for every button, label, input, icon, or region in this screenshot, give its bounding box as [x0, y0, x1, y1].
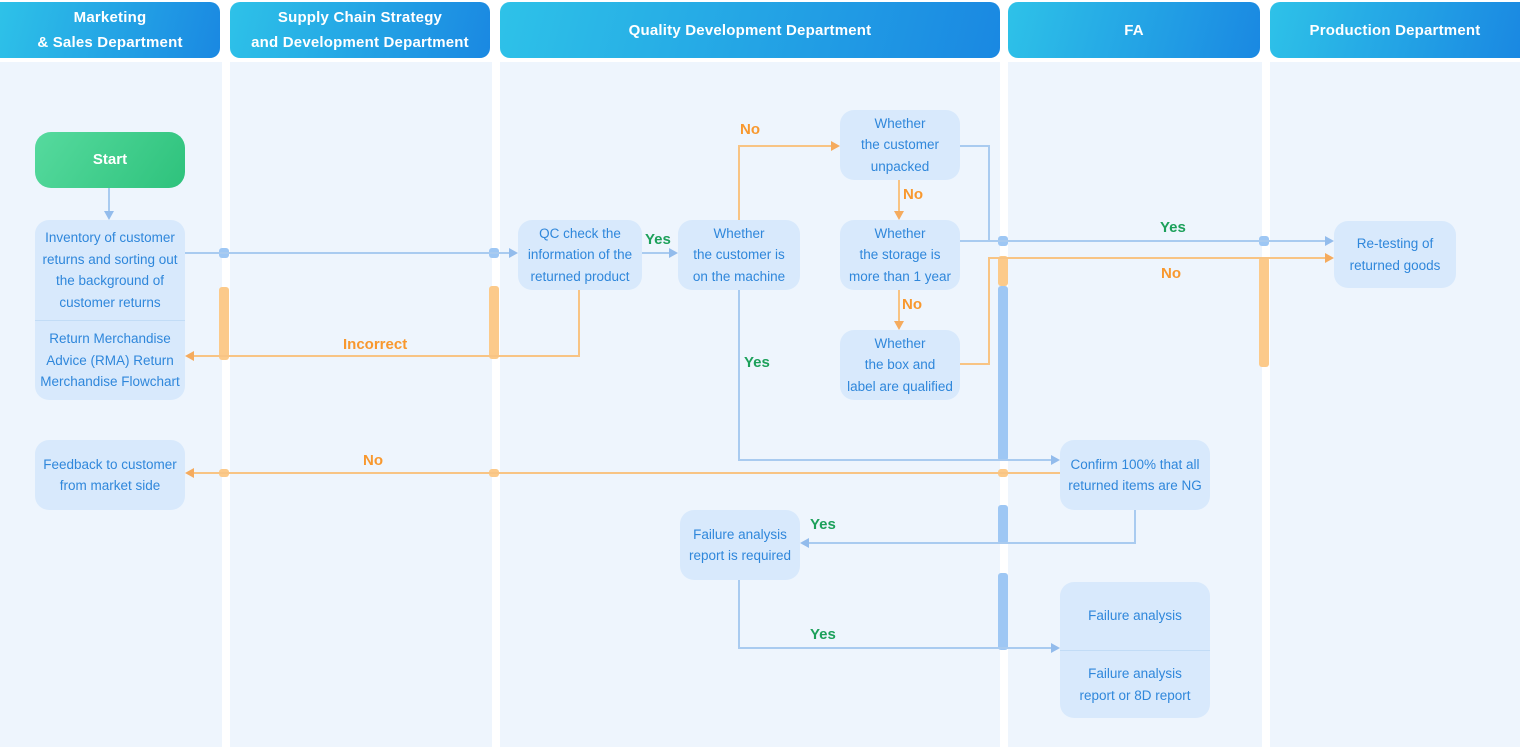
arrowhead-unpacked-storage	[894, 211, 904, 220]
lane-header-supply-chain: Supply Chain Strategy and Development De…	[230, 2, 490, 58]
connector-qc-rma	[578, 290, 580, 356]
lane-header-marketing-sales: Marketing & Sales Department	[0, 2, 220, 58]
edge-label-no-retesting: No	[1161, 265, 1181, 282]
connector-machine-confirm	[738, 459, 1051, 461]
arrowhead-confirm-feedback	[185, 468, 194, 478]
node-qc-check: QC check the information of the returned…	[518, 220, 642, 290]
node-inventory-rma-group: Inventory of customer returns and sortin…	[35, 220, 185, 400]
connector-start-inventory	[108, 188, 110, 211]
connector-qc-rma	[194, 355, 580, 357]
node-feedback-customer: Feedback to customer from market side	[35, 440, 185, 510]
node-failure-analysis-group: Failure analysis Failure analysis report…	[1060, 582, 1210, 718]
edge-label-no-unpacked: No	[740, 121, 760, 138]
connector-boxlabel-retesting	[988, 257, 990, 365]
connector-farequired-failureanalysis	[738, 647, 1051, 649]
connector-machine-unpacked	[738, 146, 740, 220]
edge-label-yes-farequired: Yes	[810, 516, 836, 533]
arrowhead-boxlabel-retesting	[1325, 253, 1334, 263]
connector-boxlabel-retesting	[960, 363, 990, 365]
node-retesting: Re-testing of returned goods	[1334, 221, 1456, 288]
edge-label-yes-qc: Yes	[645, 231, 671, 248]
arrowhead-farequired-failureanalysis	[1051, 643, 1060, 653]
node-start: Start	[35, 132, 185, 188]
connector-unpacked-storage	[898, 180, 900, 211]
edge-label-incorrect: Incorrect	[343, 336, 408, 353]
arrowhead-machine-confirm	[1051, 455, 1060, 465]
connector-storage-boxlabel	[898, 290, 900, 321]
connector-confirm-feedback	[194, 472, 1060, 474]
lane-crossing-bar	[219, 287, 229, 360]
edge-label-yes-machine: Yes	[744, 354, 770, 371]
edge-label-yes-failureanalysis: Yes	[810, 626, 836, 643]
node-failure-report-8d: Failure analysis report or 8D report	[1060, 650, 1210, 718]
connector-storage-retesting	[960, 240, 1325, 242]
node-customer-unpacked: Whether the customer unpacked	[840, 110, 960, 180]
lane-header-quality-development: Quality Development Department	[500, 2, 1000, 58]
node-failure-report-required: Failure analysis report is required	[680, 510, 800, 580]
connector-boxlabel-retesting	[988, 257, 1325, 259]
connector-farequired-failureanalysis	[738, 580, 740, 648]
lane-crossing-bar	[998, 256, 1008, 286]
lane-crossing-bar	[998, 505, 1008, 544]
edge-label-no-storage: No	[903, 186, 923, 203]
lane-supply-chain	[230, 62, 492, 747]
connector-machine-confirm	[738, 290, 740, 460]
lane-production	[1270, 62, 1520, 747]
connector-qc-machine	[642, 252, 669, 254]
connector-machine-unpacked	[738, 145, 831, 147]
lane-crossing-bar	[998, 573, 1008, 650]
lane-header-fa: FA	[1008, 2, 1260, 58]
connector-confirm-farequired	[809, 542, 1136, 544]
node-inventory-sorting: Inventory of customer returns and sortin…	[42, 230, 178, 310]
lane-header-production: Production Department	[1270, 2, 1520, 58]
edge-label-no-feedback: No	[363, 452, 383, 469]
node-confirm-ng: Confirm 100% that all returned items are…	[1060, 440, 1210, 510]
node-failure-analysis: Failure analysis	[1088, 608, 1182, 624]
arrowhead-qc-machine	[669, 248, 678, 258]
arrowhead-machine-unpacked	[831, 141, 840, 151]
arrowhead-inventory-qc	[509, 248, 518, 258]
edge-label-yes-retesting: Yes	[1160, 219, 1186, 236]
node-customer-on-machine: Whether the customer is on the machine	[678, 220, 800, 290]
arrowhead-storage-boxlabel	[894, 321, 904, 330]
lane-crossing-bar	[489, 286, 499, 359]
connector-inventory-qc	[185, 252, 509, 254]
arrowhead-confirm-farequired	[800, 538, 809, 548]
edge-label-no-boxlabel: No	[902, 296, 922, 313]
arrowhead-qc-rma	[185, 351, 194, 361]
lane-crossing-bar	[998, 286, 1008, 461]
arrowhead-start-inventory	[104, 211, 114, 220]
connector-unpacked-join	[960, 145, 990, 147]
arrowhead-storage-retesting	[1325, 236, 1334, 246]
connector-unpacked-join	[988, 145, 990, 242]
node-storage-one-year: Whether the storage is more than 1 year	[840, 220, 960, 290]
lane-crossing-bar	[1259, 257, 1269, 367]
node-box-label-qualified: Whether the box and label are qualified	[840, 330, 960, 400]
node-rma-flowchart: Return Merchandise Advice (RMA) Return M…	[35, 320, 185, 400]
connector-confirm-farequired	[1134, 510, 1136, 543]
